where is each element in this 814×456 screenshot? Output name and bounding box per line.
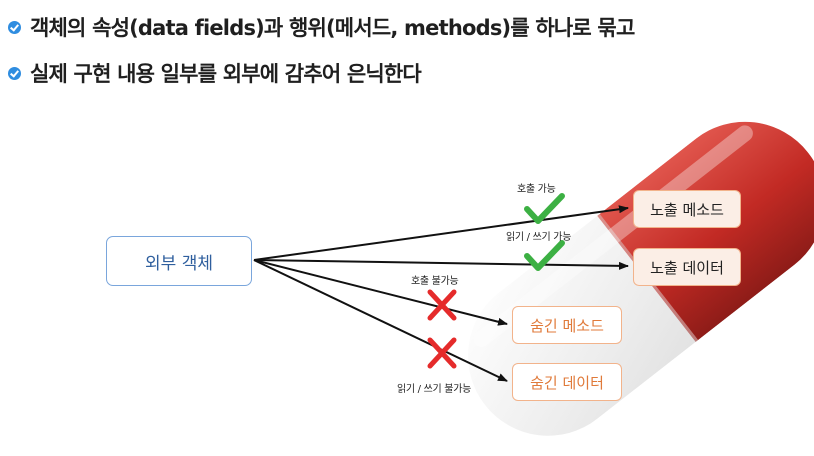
label-rw-denied: 읽기 / 쓰기 불가능 [397,384,472,395]
label-call-allowed: 호출 가능 [517,184,556,195]
bullet-encapsulation: 객체의 속성(data fields)과 행위(메서드, methods)를 하… [8,12,635,42]
bullet-text-1: 객체의 속성(data fields)과 행위(메서드, methods)를 하… [30,16,635,40]
check-icon [524,193,565,224]
hidden-method-box: 숨긴 메소드 [512,306,622,344]
check-icon [524,240,565,271]
exposed-method-box: 노출 메소드 [633,190,741,228]
exposed-data-box: 노출 데이터 [633,248,741,286]
arrow-to-exposed-method [253,205,629,261]
bullet-information-hiding: 실제 구현 내용 일부를 외부에 감추어 은닉한다 [8,58,422,88]
outer-object-box: 외부 객체 [106,236,252,286]
arrow-to-hidden-method [253,259,508,326]
label-call-denied: 호출 불가능 [411,276,459,287]
label-rw-allowed: 읽기 / 쓰기 가능 [506,232,572,243]
check-circle-icon [8,66,21,80]
capsule [435,89,814,456]
bullet-text-2: 실제 구현 내용 일부를 외부에 감추어 은닉한다 [30,62,422,86]
arrow-to-hidden-data [253,259,508,382]
hidden-data-box: 숨긴 데이터 [512,363,622,401]
check-circle-icon [8,20,21,34]
cross-icon [427,337,457,369]
arrow-to-exposed-data [253,259,629,270]
cross-icon [427,289,457,321]
